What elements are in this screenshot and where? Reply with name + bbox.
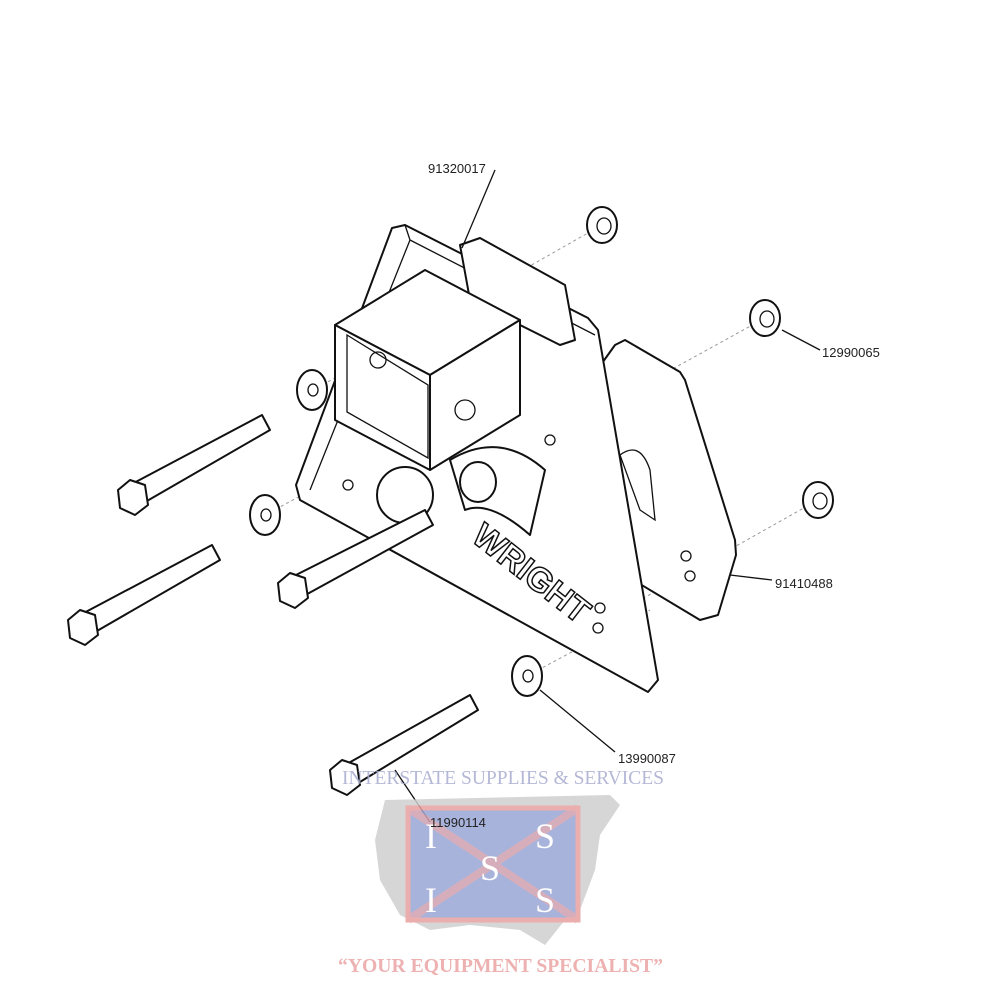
logo-letter: S (535, 816, 555, 856)
label-bracket: 91410488 (775, 576, 833, 591)
logo-letter: I (425, 880, 437, 920)
logo-letter: S (480, 848, 500, 888)
receiver-tube (334, 237, 576, 471)
bolt-2 (67, 544, 221, 646)
logo-letter: S (535, 880, 555, 920)
washer-2 (249, 494, 281, 536)
bolt-3 (277, 509, 434, 609)
nut-3 (802, 481, 834, 519)
nut-1 (586, 206, 618, 244)
bolt-4 (329, 694, 479, 796)
logo-letter: I (425, 816, 437, 856)
washer-1 (296, 369, 328, 411)
slogan: “YOUR EQUIPMENT SPECIALIST” (338, 955, 663, 977)
bolts (67, 414, 479, 796)
flange-nuts (586, 206, 834, 519)
nut-2 (749, 299, 781, 337)
label-nut: 12990065 (822, 345, 880, 360)
label-receiver: 91320017 (428, 161, 486, 176)
washer-3 (511, 655, 543, 697)
washers (249, 369, 543, 697)
company-name: INTERSTATE SUPPLIES & SERVICES (342, 767, 664, 789)
label-bolt: 11990114 (430, 815, 486, 830)
label-washer: 13990087 (618, 751, 676, 766)
iss-watermark: I S S I S S INTERSTATE SUPPLIES & SERVIC… (338, 767, 664, 977)
bolt-1 (117, 414, 271, 516)
part-labels: 91320017 12990065 91410488 13990087 1199… (428, 161, 880, 830)
